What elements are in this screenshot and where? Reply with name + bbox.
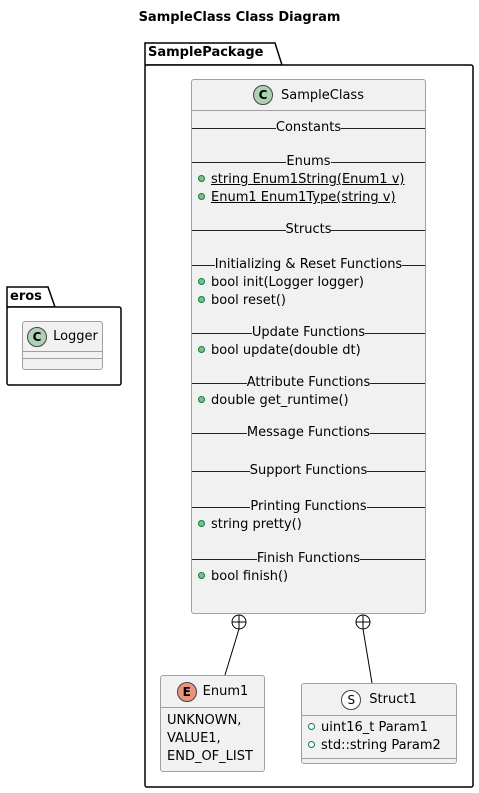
public-visibility-icon	[198, 278, 205, 285]
struct1-methods-compartment	[302, 758, 456, 765]
struct1-fields: uint16_t Param1 std::string Param2	[302, 716, 456, 755]
enum1-header: E Enum1	[161, 676, 264, 708]
member-finish: bool finish()	[192, 568, 425, 586]
section-update: Update Functions	[192, 324, 425, 342]
sample-class-name: SampleClass	[281, 87, 364, 103]
struct1-header: S Struct1	[302, 684, 456, 716]
member-pretty: string pretty()	[192, 516, 425, 534]
struct1-field: uint16_t Param1	[302, 719, 456, 737]
logger-class-header: C Logger	[23, 322, 102, 352]
section-constants: Constants	[192, 119, 425, 137]
enum-icon: E	[176, 681, 197, 702]
diagram-title: SampleClass Class Diagram	[138, 10, 341, 25]
enum1-value: VALUE1,	[167, 731, 221, 746]
public-field-icon	[308, 741, 315, 748]
enum1-class[interactable]: E Enum1 UNKNOWN, VALUE1, END_OF_LIST	[160, 675, 265, 772]
nested-connector-enum1	[224, 614, 247, 676]
class-icon: C	[27, 326, 48, 347]
logger-class[interactable]: C Logger	[22, 321, 103, 370]
member-enum1-string: string Enum1String(Enum1 v)	[192, 171, 425, 189]
logger-class-name: Logger	[53, 329, 98, 344]
section-enums: Enums	[192, 153, 425, 171]
enum1-value: END_OF_LIST	[167, 749, 253, 764]
section-init: Initializing & Reset Functions	[192, 256, 425, 274]
public-visibility-icon	[198, 572, 205, 579]
struct1-name: Struct1	[369, 692, 417, 707]
section-finish: Finish Functions	[192, 550, 425, 568]
struct-icon: S	[341, 689, 362, 710]
public-visibility-icon	[198, 175, 205, 182]
member-init: bool init(Logger logger)	[192, 274, 425, 292]
member-update: bool update(double dt)	[192, 342, 425, 360]
class-icon: C	[253, 85, 274, 105]
eros-package-label: eros	[10, 289, 42, 304]
sample-class-header: C SampleClass	[192, 80, 425, 111]
section-support: Support Functions	[192, 462, 425, 480]
public-field-icon	[308, 723, 315, 730]
sample-class[interactable]: C SampleClass Constants Enums string Enu…	[191, 79, 426, 614]
section-attribute: Attribute Functions	[192, 374, 425, 392]
enum1-value: UNKNOWN,	[167, 713, 242, 728]
logger-attributes-compartment	[23, 352, 102, 359]
public-visibility-icon	[198, 346, 205, 353]
struct1-field: std::string Param2	[302, 737, 456, 755]
enum1-values: UNKNOWN, VALUE1, END_OF_LIST	[161, 708, 264, 770]
sample-package-label: SamplePackage	[148, 45, 264, 60]
section-message: Message Functions	[192, 424, 425, 442]
member-enum1-type: Enum1 Enum1Type(string v)	[192, 189, 425, 207]
section-structs: Structs	[192, 221, 425, 239]
public-visibility-icon	[198, 296, 205, 303]
struct1-class[interactable]: S Struct1 uint16_t Param1 std::string Pa…	[301, 683, 457, 764]
public-visibility-icon	[198, 520, 205, 527]
public-visibility-icon	[198, 396, 205, 403]
member-get-runtime: double get_runtime()	[192, 392, 425, 410]
nested-connector-struct1	[355, 614, 373, 684]
section-printing: Printing Functions	[192, 498, 425, 516]
public-visibility-icon	[198, 193, 205, 200]
enum1-name: Enum1	[202, 684, 249, 699]
member-reset: bool reset()	[192, 292, 425, 310]
